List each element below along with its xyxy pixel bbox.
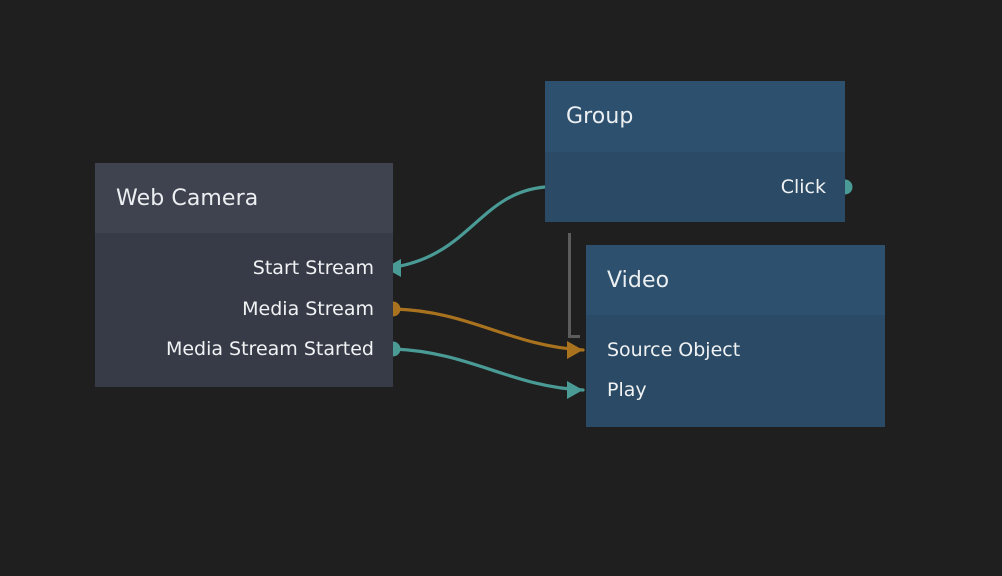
node-header-web-camera[interactable]: Web Camera [95, 163, 393, 233]
edge-media-stream-to-source-object[interactable] [392, 307, 585, 352]
node-title-video: Video [607, 267, 670, 293]
port-label-click: Click [780, 176, 826, 198]
port-label-start-stream: Start Stream [252, 257, 374, 279]
node-title-web-camera: Web Camera [116, 185, 259, 211]
port-arrow-source-object[interactable] [567, 341, 583, 359]
port-media-stream-started[interactable]: Media Stream Started [166, 336, 374, 362]
group-scope-bracket [568, 233, 580, 338]
edge-click-to-start-stream[interactable] [386, 185, 547, 270]
port-label-source-object: Source Object [607, 339, 741, 361]
port-label-media-stream: Media Stream [242, 298, 374, 320]
port-source-object[interactable]: Source Object [607, 337, 740, 363]
port-label-media-stream-started: Media Stream Started [165, 338, 374, 360]
edge-media-stream-started-to-play[interactable] [392, 347, 585, 392]
port-label-play: Play [607, 379, 647, 401]
port-media-stream[interactable]: Media Stream [242, 296, 374, 322]
port-play[interactable]: Play [607, 377, 647, 403]
node-body-group: Click [545, 152, 845, 222]
node-header-group[interactable]: Group [545, 81, 845, 152]
node-header-video[interactable]: Video [586, 245, 885, 315]
port-arrow-play[interactable] [567, 381, 583, 399]
port-start-stream[interactable]: Start Stream [253, 255, 374, 281]
node-title-group: Group [566, 104, 634, 129]
port-click[interactable]: Click [781, 174, 826, 200]
